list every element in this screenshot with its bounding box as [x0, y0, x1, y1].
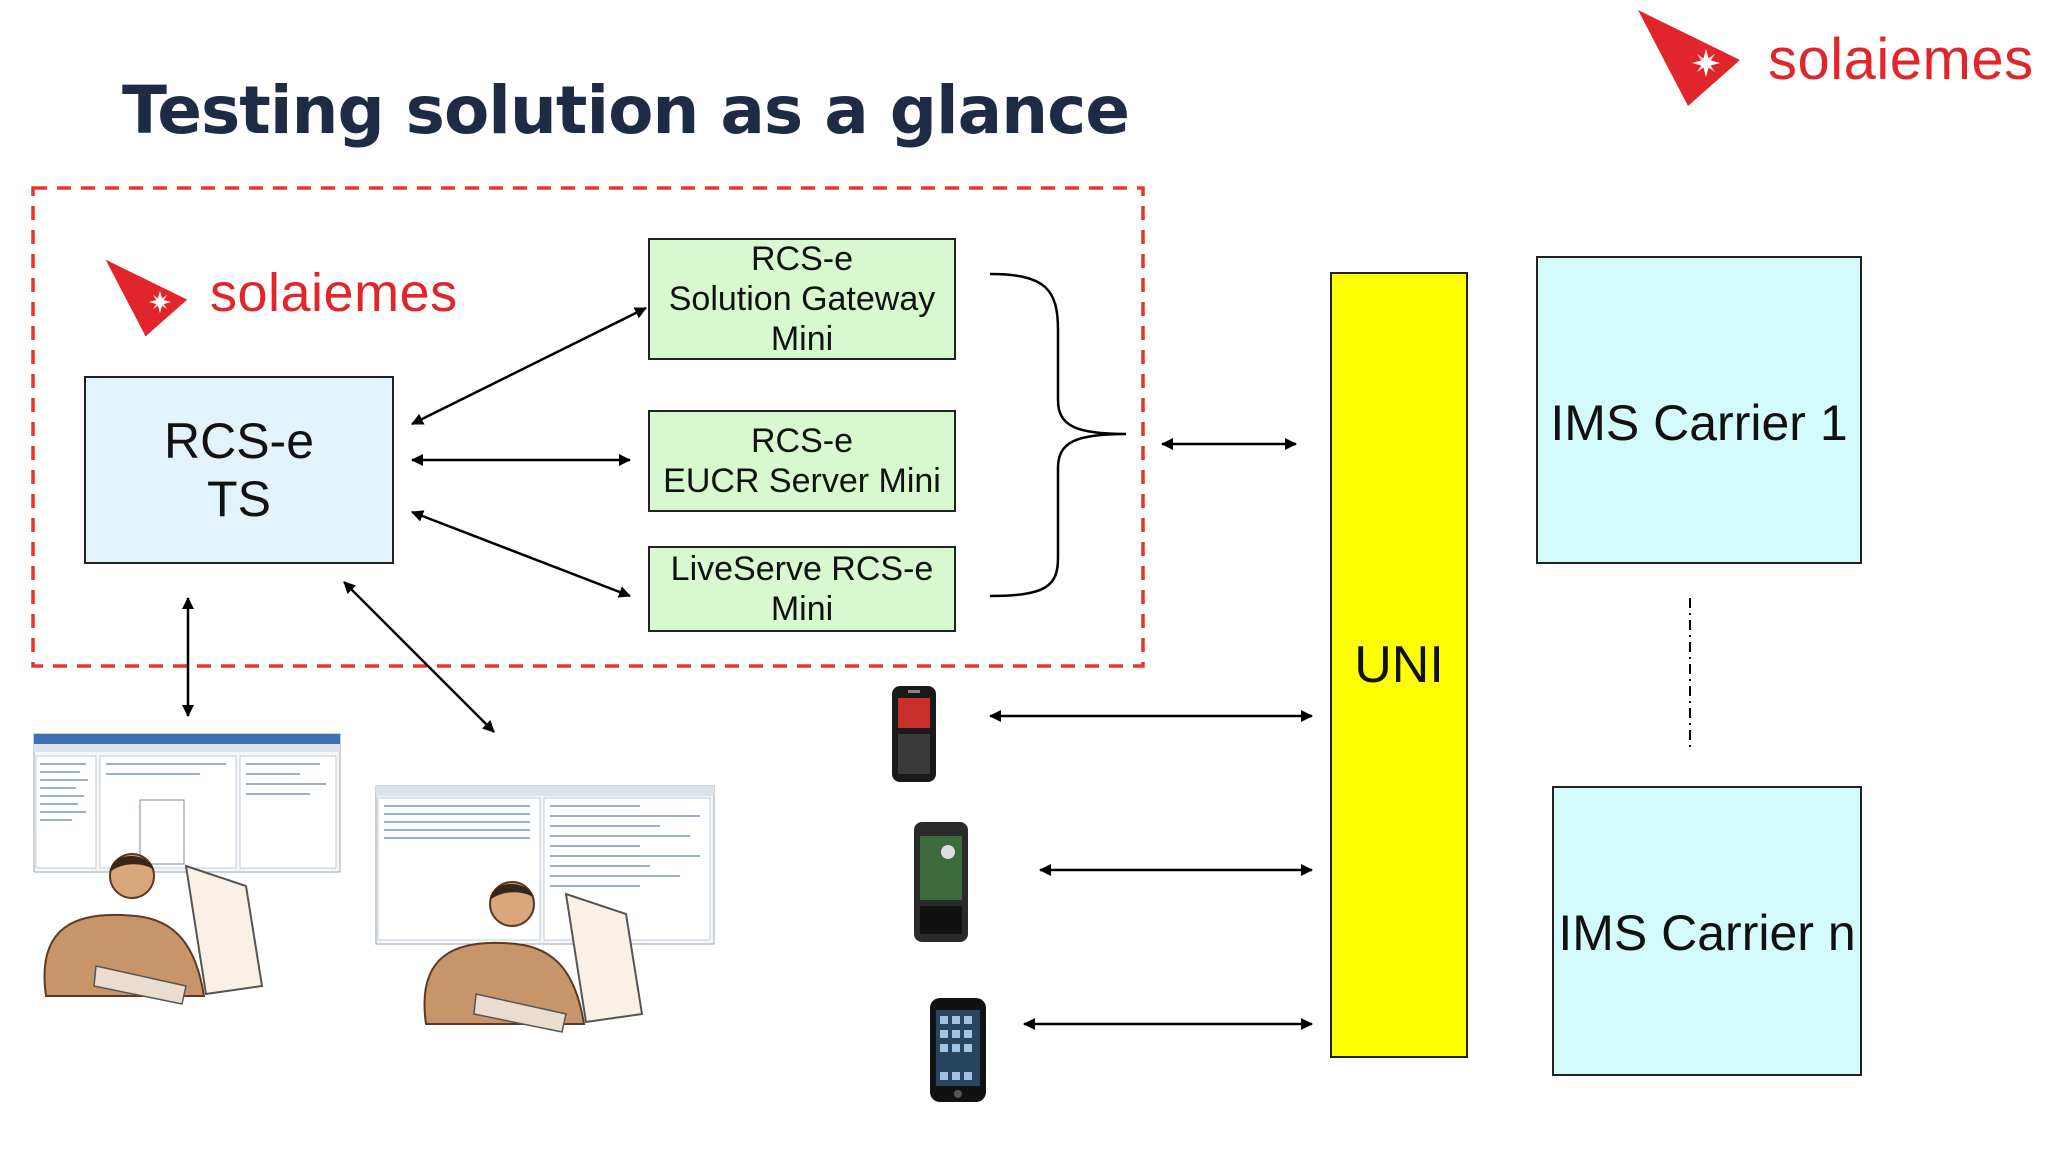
liveserve-box: LiveServe RCS-e Mini: [648, 546, 956, 632]
module-group-brace: [989, 272, 1127, 598]
app-screenshot: [375, 785, 715, 945]
solution-gateway-box: RCS-e Solution Gateway Mini: [648, 238, 956, 360]
mobile-phone-icon: [892, 686, 936, 782]
connector-ts-user2: [343, 581, 495, 733]
solaiemes-logo-icon: [1638, 10, 1740, 106]
solaiemes-logo-icon: [105, 259, 188, 337]
user-at-computer: [423, 881, 644, 1033]
ims-carrier-1-box: IMS Carrier 1: [1536, 256, 1862, 564]
testing-solution-boundary: [31, 186, 1145, 668]
uni-interface-box: UNI: [1330, 272, 1468, 1058]
smartphone-icon: [914, 822, 968, 942]
user-at-computer: [43, 853, 264, 1005]
rcs-e-ts-box: RCS-e TS: [84, 376, 394, 564]
connector-ts-gateway: [411, 306, 647, 426]
slide-title: Testing solution as a glance: [122, 72, 1130, 149]
app-screenshot: [33, 733, 341, 873]
connector-ts-liveserve: [411, 510, 631, 598]
ims-carrier-n-box: IMS Carrier n: [1552, 786, 1862, 1076]
brand-logo-text: solaiemes: [1768, 27, 2034, 92]
eucr-server-box: RCS-e EUCR Server Mini: [648, 410, 956, 512]
iphone-icon: [930, 998, 986, 1102]
